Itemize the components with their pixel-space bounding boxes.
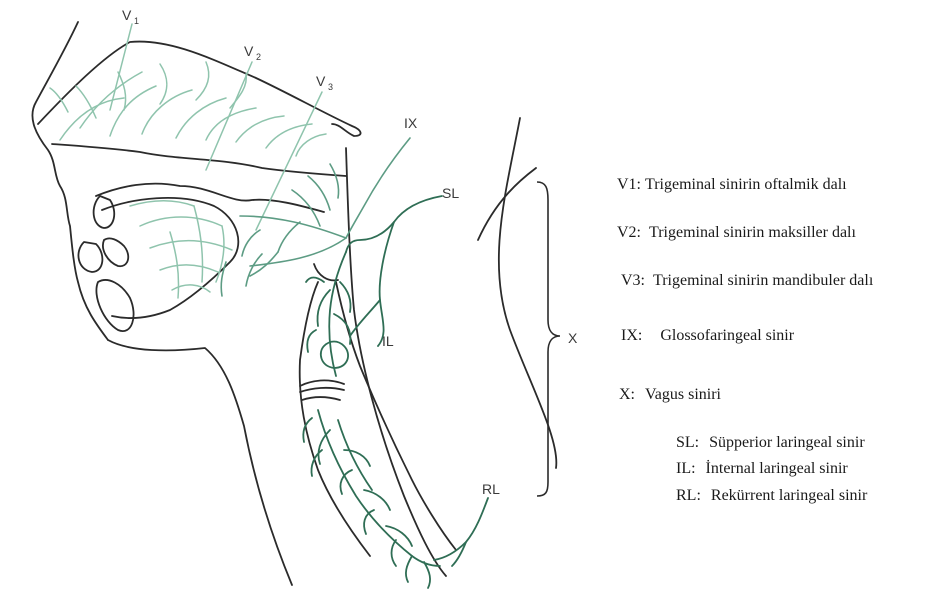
- legend-key: SL:: [676, 434, 699, 452]
- vagus-nerve: [303, 196, 488, 588]
- legend-sl: SL: Süpperior laringeal sinir: [676, 434, 865, 452]
- legend-key: X:: [619, 386, 635, 404]
- label-sl: SL: [442, 185, 459, 201]
- legend-key: V2:: [617, 224, 641, 242]
- legend-desc: Glossofaringeal sinir: [660, 327, 794, 345]
- label-rl: RL: [482, 481, 500, 497]
- legend-key: V1:: [617, 176, 641, 194]
- label-v2: V: [244, 43, 254, 59]
- label-v3-sub: 3: [328, 82, 333, 92]
- legend-key: IX:: [621, 327, 642, 345]
- legend-il: IL: İnternal laringeal sinir: [676, 460, 848, 478]
- label-v2-sub: 2: [256, 52, 261, 62]
- legend-v3: V3: Trigeminal sinirin mandibuler dalı: [621, 272, 873, 290]
- legend-rl: RL: Rekürrent laringeal sinir: [676, 487, 867, 505]
- label-il: IL: [382, 333, 394, 349]
- legend-ix: IX: Glossofaringeal sinir: [621, 327, 794, 345]
- legend-key: V3:: [621, 272, 645, 290]
- trigeminal-nerve-branches: [50, 24, 326, 298]
- legend-v2: V2: Trigeminal sinirin maksiller dalı: [617, 224, 856, 242]
- legend-desc: Trigeminal sinirin maksiller dalı: [649, 224, 856, 242]
- legend-desc: Vagus siniri: [645, 386, 721, 404]
- legend-desc: Süpperior laringeal sinir: [709, 434, 865, 452]
- legend-x: X: Vagus siniri: [619, 386, 721, 404]
- legend-v1: V1: Trigeminal sinirin oftalmik dalı: [617, 176, 847, 194]
- legend-desc: Trigeminal sinirin mandibuler dalı: [653, 272, 873, 290]
- label-x: X: [568, 330, 578, 346]
- label-v1: V: [122, 7, 132, 23]
- legend-desc: Rekürrent laringeal sinir: [711, 487, 867, 505]
- vagus-brace: [537, 182, 560, 496]
- label-v3: V: [316, 73, 326, 89]
- legend-desc: Trigeminal sinirin oftalmik dalı: [645, 176, 847, 194]
- label-v1-sub: 1: [134, 16, 139, 26]
- legend-key: RL:: [676, 487, 701, 505]
- legend-key: IL:: [676, 460, 696, 478]
- label-ix: IX: [404, 115, 418, 131]
- legend-desc: İnternal laringeal sinir: [706, 460, 848, 478]
